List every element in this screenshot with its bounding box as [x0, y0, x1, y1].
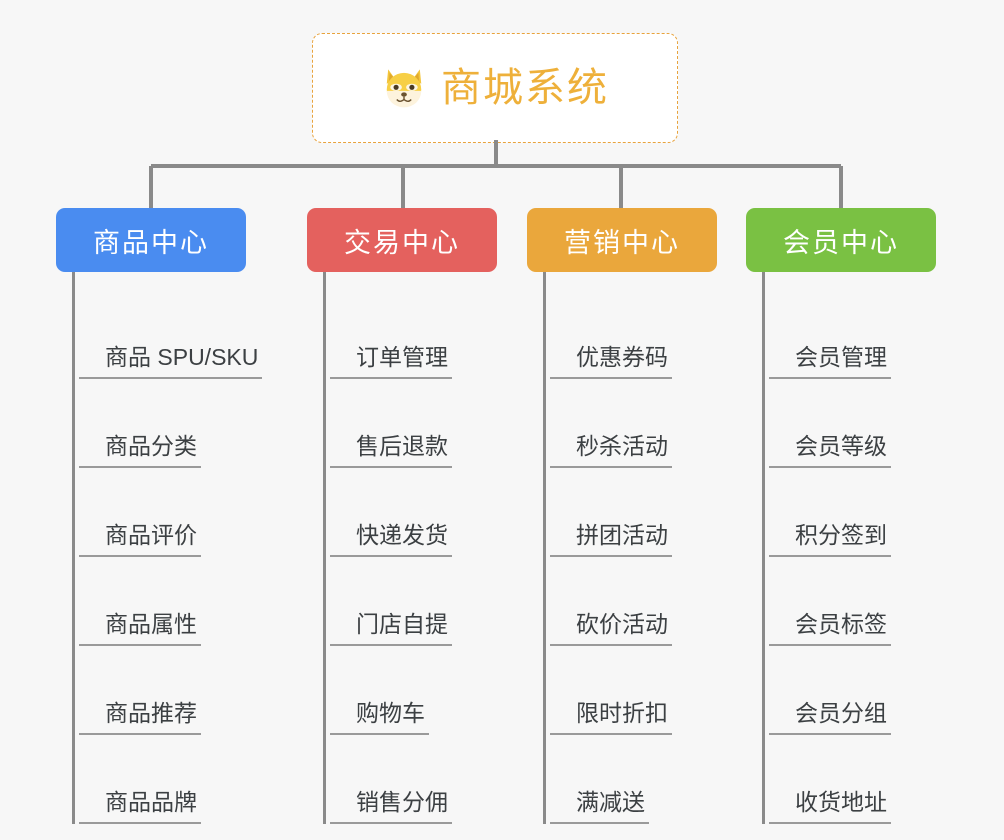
leaf-label: 门店自提 [330, 610, 452, 646]
list-item[interactable]: 限时折扣 [546, 646, 717, 735]
list-item[interactable]: 收货地址 [765, 735, 936, 824]
list-item[interactable]: 购物车 [326, 646, 497, 735]
column-header-0[interactable]: 商品中心 [56, 208, 246, 272]
leaf-label: 秒杀活动 [550, 432, 672, 468]
list-item[interactable]: 会员标签 [765, 557, 936, 646]
leaf-label: 商品评价 [79, 521, 201, 557]
leaf-label: 商品分类 [79, 432, 201, 468]
leaf-label: 会员管理 [769, 343, 891, 379]
shiba-dog-emoji-icon [386, 69, 422, 108]
root-title: 商城系统 [441, 66, 609, 110]
column-header-1[interactable]: 交易中心 [307, 208, 497, 272]
list-item[interactable]: 优惠券码 [546, 290, 717, 379]
column-trade-center: 交易中心 订单管理 售后退款 快递发货 门店自提 购物车 销售分佣 [307, 208, 497, 824]
column-header-3[interactable]: 会员中心 [746, 208, 936, 272]
list-item[interactable]: 拼团活动 [546, 468, 717, 557]
leaf-label: 商品 SPU/SKU [79, 343, 263, 379]
column-header-label-3: 会员中心 [783, 227, 899, 258]
leaf-label: 会员等级 [769, 432, 891, 468]
column-marketing-center: 营销中心 优惠券码 秒杀活动 拼团活动 砍价活动 限时折扣 满减送 [527, 208, 717, 824]
column-header-label-2: 营销中心 [564, 227, 680, 258]
list-item[interactable]: 积分签到 [765, 468, 936, 557]
leaf-label: 订单管理 [330, 343, 452, 379]
leaf-label: 会员标签 [769, 610, 891, 646]
column-header-label-1: 交易中心 [344, 227, 460, 258]
column-member-center: 会员中心 会员管理 会员等级 积分签到 会员标签 会员分组 收货地址 [746, 208, 936, 824]
leaf-label: 砍价活动 [550, 610, 672, 646]
connector-lines [149, 140, 843, 212]
leaf-label: 购物车 [330, 699, 429, 735]
leaf-label: 会员分组 [769, 699, 891, 735]
list-item[interactable]: 商品 SPU/SKU [75, 290, 263, 379]
list-item[interactable]: 门店自提 [326, 557, 497, 646]
leaf-label: 销售分佣 [330, 788, 452, 824]
leaf-label: 满减送 [550, 788, 649, 824]
leaf-label: 快递发货 [330, 521, 452, 557]
leaf-label: 积分签到 [769, 521, 891, 557]
list-item[interactable]: 砍价活动 [546, 557, 717, 646]
leaf-label: 商品品牌 [79, 788, 201, 824]
root-node[interactable]: 商城系统 [312, 33, 678, 143]
leaf-label: 商品属性 [79, 610, 201, 646]
list-item[interactable]: 会员分组 [765, 646, 936, 735]
list-item[interactable]: 会员等级 [765, 379, 936, 468]
column-body-0: 商品 SPU/SKU 商品分类 商品评价 商品属性 商品推荐 商品品牌 [72, 272, 263, 824]
list-item[interactable]: 商品品牌 [75, 735, 246, 824]
list-item[interactable]: 商品评价 [75, 468, 246, 557]
column-product-center: 商品中心 商品 SPU/SKU 商品分类 商品评价 商品属性 商品推荐 商品品牌 [56, 208, 263, 824]
list-item[interactable]: 秒杀活动 [546, 379, 717, 468]
leaf-label: 商品推荐 [79, 699, 201, 735]
list-item[interactable]: 快递发货 [326, 468, 497, 557]
column-body-1: 订单管理 售后退款 快递发货 门店自提 购物车 销售分佣 [323, 272, 497, 824]
leaf-label: 优惠券码 [550, 343, 672, 379]
list-item[interactable]: 订单管理 [326, 290, 497, 379]
list-item[interactable]: 商品分类 [75, 379, 246, 468]
list-item[interactable]: 商品属性 [75, 557, 246, 646]
list-item[interactable]: 会员管理 [765, 290, 936, 379]
list-item[interactable]: 销售分佣 [326, 735, 497, 824]
list-item[interactable]: 售后退款 [326, 379, 497, 468]
list-item[interactable]: 满减送 [546, 735, 717, 824]
leaf-label: 售后退款 [330, 432, 452, 468]
column-body-2: 优惠券码 秒杀活动 拼团活动 砍价活动 限时折扣 满减送 [543, 272, 717, 824]
leaf-label: 限时折扣 [550, 699, 672, 735]
column-header-2[interactable]: 营销中心 [527, 208, 717, 272]
list-item[interactable]: 商品推荐 [75, 646, 246, 735]
column-body-3: 会员管理 会员等级 积分签到 会员标签 会员分组 收货地址 [762, 272, 936, 824]
column-header-label-0: 商品中心 [93, 227, 209, 258]
leaf-label: 收货地址 [769, 788, 891, 824]
leaf-label: 拼团活动 [550, 521, 672, 557]
